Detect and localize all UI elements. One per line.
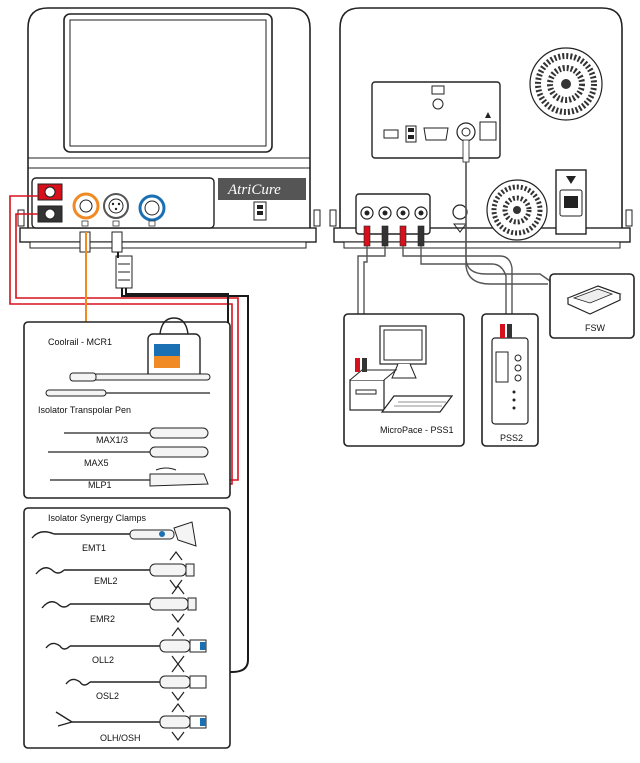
clamp-emt1: EMT1 [31,521,197,553]
clamps-label: Isolator Synergy Clamps [48,513,147,523]
eml2-label: EML2 [94,576,118,586]
pacing-panel [355,193,431,235]
clamp-emr2: EMR2 [41,585,197,624]
clamp-group: Isolator Synergy Clamps EMT1 EML2 EM [23,507,231,749]
usb-ports [405,125,417,143]
vga-port [423,127,449,141]
emt1-label: EMT1 [82,543,106,553]
pss2-label: PSS2 [500,433,523,443]
coolrail-label: Coolrail - MCR1 [48,337,112,347]
generator-front: AtriCure [19,7,317,249]
pen-label: Isolator Transpolar Pen [38,405,131,415]
oll2-label: OLL2 [92,655,114,665]
olh-osh-label: OLH/OSH [100,733,141,743]
clamp-oll2: OLL2 [45,627,207,665]
brand-logo: AtriCure [227,182,281,198]
pss2-box: PSS2 [481,313,539,447]
footswitch-box: FSW [549,273,635,339]
ground-terminal [452,204,468,220]
micropace-label: MicroPace - PSS1 [380,425,454,435]
brand-bar [218,178,306,200]
mlp1-label: MLP1 [88,480,112,490]
ablation-group: Coolrail - MCR1 Isolator Transpolar Pen … [23,317,231,499]
osl2-label: OSL2 [96,691,119,701]
clamp-olh-osh: OLH/OSH [55,703,207,743]
clamp-eml2: EML2 [35,551,195,589]
generator-back [17,7,633,249]
max13-label: MAX1/3 [96,435,128,445]
fsw-label: FSW [585,323,606,333]
emr2-label: EMR2 [90,614,115,624]
hdmi-port [383,129,399,139]
micropace-box: MicroPace - PSS1 [343,313,465,447]
clamp-osl2: OSL2 [65,663,207,701]
max5-label: MAX5 [84,458,109,468]
